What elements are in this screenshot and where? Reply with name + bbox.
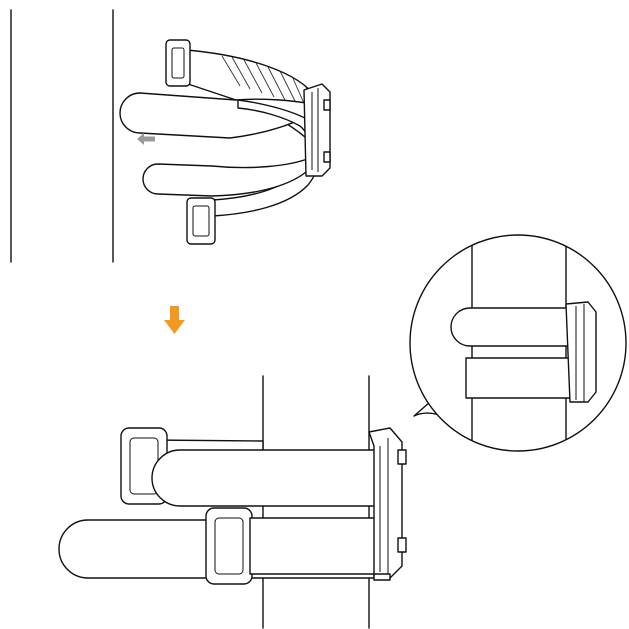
upper-strap <box>151 449 387 507</box>
back-buckle <box>165 39 191 87</box>
arrow-left-icon <box>137 133 155 145</box>
strap-clamp <box>303 83 331 177</box>
step-2-illustration <box>58 234 627 629</box>
strap-clamp-2 <box>368 427 407 581</box>
lower-buckle <box>205 507 253 585</box>
step-1-illustration <box>10 9 331 263</box>
arrow-down-icon <box>164 306 185 334</box>
strap-tail-lower <box>142 157 311 197</box>
magnifier-callout <box>409 234 627 452</box>
lower-strap-front <box>249 517 387 575</box>
front-buckle <box>186 197 216 245</box>
